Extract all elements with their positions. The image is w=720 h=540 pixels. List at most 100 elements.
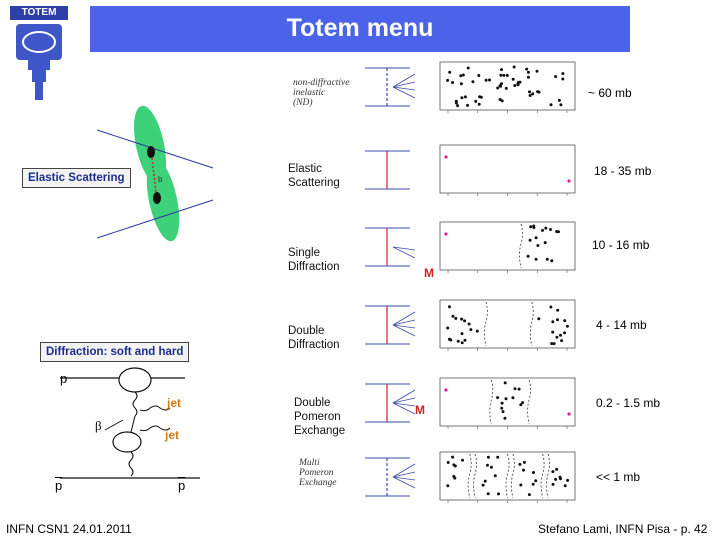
produced-particle-line [392, 402, 416, 407]
cross-section-single-diffraction: 10 - 16 mb [592, 238, 650, 252]
particle-dot [460, 96, 464, 100]
particle-dot [500, 401, 504, 405]
particle-dot [493, 474, 497, 478]
particle-dot [456, 104, 460, 108]
particle-dot [563, 319, 567, 323]
particle-dot [537, 317, 541, 321]
leading-proton-marker [444, 232, 448, 236]
produced-particle-line [392, 86, 416, 91]
particle-dot [446, 484, 450, 488]
rapidity-gap-divider [546, 453, 550, 499]
particle-dot [526, 254, 530, 258]
feynman-p-bottom-left: p [55, 478, 63, 493]
produced-particle-line [392, 397, 416, 404]
particle-dot [556, 308, 560, 312]
particle-dot [534, 236, 538, 240]
process-label-dpe: Double Pomeron Exchange [294, 397, 346, 437]
cross-section-double-diffraction: 4 - 14 mb [596, 318, 647, 332]
mass-label-dpe: M [415, 403, 425, 417]
particle-dot [559, 103, 563, 107]
feynman-p-top: p [60, 371, 68, 386]
particle-dot [535, 69, 539, 73]
jet-label-bottom: jet [165, 428, 180, 442]
particle-dot [502, 73, 506, 77]
particle-dot [560, 339, 564, 343]
particle-dot [517, 387, 521, 391]
particle-dot [459, 82, 463, 86]
eta-plot-frame [439, 61, 576, 111]
particle-dot [555, 230, 559, 233]
particle-dot [549, 103, 553, 107]
particle-dot [532, 224, 536, 228]
produced-particle-line [392, 476, 416, 489]
particle-dot [528, 94, 532, 97]
process-label-single-diffraction: Single Diffraction [288, 247, 340, 273]
particle-dot [534, 257, 538, 261]
process-label-nd: non-diffractive inelastic (ND) [293, 78, 350, 108]
particle-dot [504, 397, 508, 401]
rapidity-gap-divider [467, 453, 472, 499]
particle-dot [511, 396, 515, 400]
particle-dot [467, 322, 471, 326]
process-label-multi-pomeron: Multi Pomeron Exchange [299, 458, 337, 488]
elastic-scattering-box: Elastic Scattering [22, 168, 131, 188]
particle-dot [505, 73, 509, 77]
produced-particle-line [392, 324, 416, 329]
particle-dot [488, 78, 491, 82]
particle-dot [501, 410, 505, 414]
logo-text: TOTEM [21, 7, 57, 18]
particle-dot [511, 77, 515, 81]
particle-dot [459, 74, 463, 78]
produced-particle-line [392, 246, 416, 259]
particle-dot [531, 92, 535, 96]
particle-dot [552, 342, 556, 346]
particle-dot [446, 326, 450, 330]
rapidity-gap-divider [529, 301, 534, 347]
particle-dot [498, 84, 502, 88]
particle-dot [561, 77, 565, 81]
particle-dot [460, 332, 464, 336]
particle-dot [453, 476, 457, 480]
particle-dot [471, 80, 475, 84]
particle-dot [496, 455, 500, 459]
particle-dot [448, 305, 451, 309]
particle-dot [475, 329, 479, 333]
particle-dot [541, 228, 544, 232]
particle-dot [474, 99, 478, 103]
particle-dot [544, 226, 548, 230]
rapidity-gap-divider [519, 223, 523, 269]
particle-dot [525, 67, 529, 71]
page-title: Totem menu [286, 14, 434, 42]
produced-particle-line [392, 463, 416, 478]
particle-dot [503, 416, 507, 420]
particle-dot [500, 99, 504, 103]
particle-dot [486, 455, 490, 459]
particle-dot [454, 101, 458, 105]
particle-dot [489, 465, 493, 469]
particle-dot [551, 320, 555, 324]
produced-particle-line [392, 73, 416, 88]
rapidity-gap-divider [489, 379, 494, 425]
particle-dot [551, 482, 555, 486]
particle-dot [500, 68, 503, 72]
particle-dot [497, 492, 500, 496]
particle-dot [460, 317, 464, 321]
particle-dot [551, 330, 555, 334]
particle-dot [536, 90, 540, 94]
particle-dot [563, 484, 567, 488]
feynman-diagram [60, 367, 200, 479]
particle-dot [551, 470, 555, 474]
particle-dot [534, 479, 538, 483]
produced-particle-line [392, 319, 416, 326]
leading-proton-marker [444, 388, 448, 392]
particle-dot [486, 463, 489, 467]
diffraction-box: Diffraction: soft and hard [40, 342, 190, 362]
particle-dot [554, 75, 558, 79]
leading-proton-marker [444, 155, 448, 159]
eta-plot-frame [439, 144, 576, 194]
rapidity-gap-divider [484, 301, 488, 347]
particle-dot [483, 479, 487, 483]
particle-dot [503, 381, 507, 385]
particle-dot [550, 342, 554, 346]
